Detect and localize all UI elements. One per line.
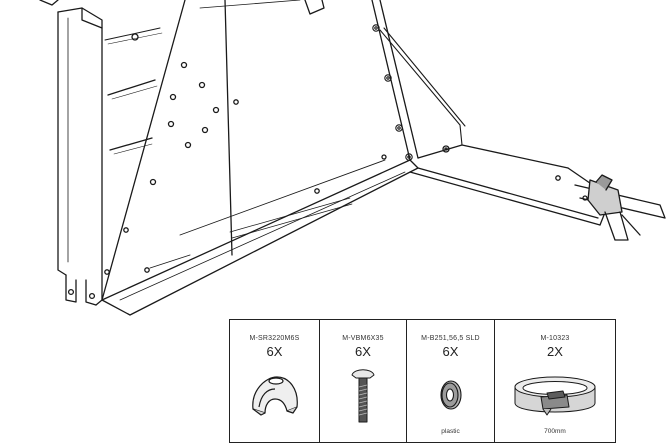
part-note: plastic [441, 428, 460, 435]
part-note: 700mm [544, 428, 566, 435]
part-quantity: 2X [547, 344, 563, 359]
part-code: M-B251,56,5 SLD [421, 335, 480, 342]
part-quantity: 6X [442, 344, 459, 359]
strap-on-leg [574, 174, 666, 241]
top-edge-fragment [39, 0, 59, 6]
part-code: M-VBM6X35 [342, 335, 384, 342]
part-image [320, 362, 406, 428]
back-plate [101, 0, 419, 316]
part-cell: M-SR3220M6S 6X [230, 320, 320, 442]
bolt-icon [351, 369, 375, 423]
strap-icon [514, 376, 596, 416]
part-code: M-SR3220M6S [249, 335, 300, 342]
part-quantity: 6X [266, 344, 283, 359]
left-channel-bracket [57, 7, 103, 306]
knob-icon [251, 376, 298, 416]
part-code: M-10323 [540, 335, 570, 342]
right-flange-screws [372, 24, 466, 161]
part-image [495, 362, 615, 428]
part-cell: M-10323 2X 700mm [495, 320, 615, 442]
part-quantity: 6X [355, 344, 371, 359]
part-cell: M-B251,56,5 SLD 6X plastic [407, 320, 495, 442]
part-cell: M-VBM6X35 6X [320, 320, 407, 442]
part-image [230, 362, 319, 428]
part-image [407, 362, 494, 428]
washer-icon [439, 380, 462, 410]
parts-table: M-SR3220M6S 6X M-VBM6X35 6X M-B251,56,5 … [229, 319, 616, 443]
